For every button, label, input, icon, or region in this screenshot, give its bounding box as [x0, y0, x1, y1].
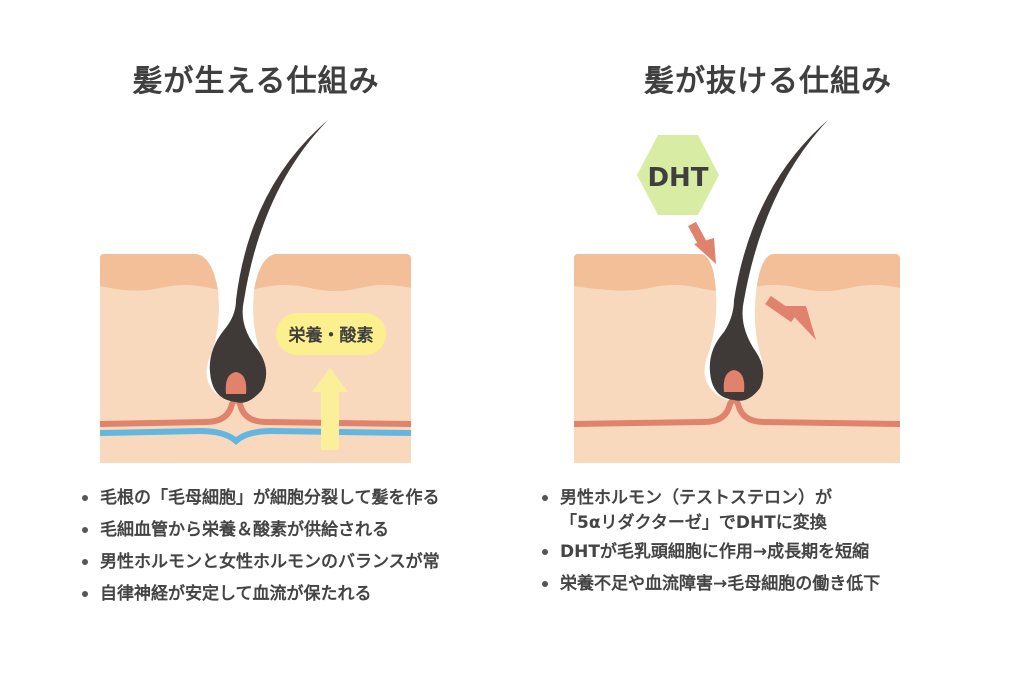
bullet-item: DHTが毛乳頭細胞に作用→成長期を短縮: [540, 536, 1010, 568]
dht-arrow: [688, 221, 716, 264]
bullet-item: 栄養不足や血流障害→毛母細胞の働き低下: [540, 568, 1010, 600]
hair-loss-title: 髪が抜ける仕組み: [644, 64, 892, 99]
hair-loss-diagram: DHT: [573, 120, 901, 463]
shrink-arrow: [765, 295, 816, 340]
hair-growth-bullets: 毛根の「毛母細胞」が細胞分裂して髪を作る 毛細血管から栄養＆酸素が供給される 男…: [80, 482, 512, 610]
bullet-item: 毛根の「毛母細胞」が細胞分裂して髪を作る: [80, 482, 512, 514]
nutrient-oxygen-label: 栄養・酸素: [288, 325, 374, 346]
hair-growth-title: 髪が生える仕組み: [132, 64, 380, 99]
bullet-item-continuation: 「5αリダクターゼ」でDHTに変換: [560, 513, 827, 533]
bullet-item: 自律神経が安定して血流が保たれる: [80, 578, 512, 610]
bullet-item: 毛細血管から栄養＆酸素が供給される: [80, 514, 512, 546]
nutrient-arrow: [312, 368, 348, 450]
hair-loss-bullets: 男性ホルモン（テストステロン）が 「5αリダクターゼ」でDHTに変換 DHTが毛…: [540, 482, 1010, 600]
bullet-item: 男性ホルモンと女性ホルモンのバランスが常: [80, 546, 512, 578]
nutrient-oxygen-badge: 栄養・酸素: [276, 313, 386, 355]
hair-loss-panel: 髪が抜ける仕組み DHT 男性ホルモン（テストステロン）が 「5αリダクターゼ」: [512, 0, 1024, 677]
bullet-item: 男性ホルモン（テストステロン）が: [540, 482, 1010, 514]
hair-growth-panel: 髪が生える仕組み 栄養・酸素 毛根の「毛母細胞」が細胞分裂して髪を作る 毛細血管…: [80, 64, 512, 610]
hair-strand: [709, 120, 828, 401]
dermal-papilla: [225, 372, 247, 394]
dermal-papilla: [723, 370, 745, 392]
dht-label: DHT: [647, 163, 708, 193]
hair-strand: [209, 120, 328, 403]
blood-vessel-blue: [99, 427, 412, 446]
hair-growth-diagram: 栄養・酸素: [99, 120, 412, 463]
dht-hexagon: DHT: [637, 135, 719, 215]
